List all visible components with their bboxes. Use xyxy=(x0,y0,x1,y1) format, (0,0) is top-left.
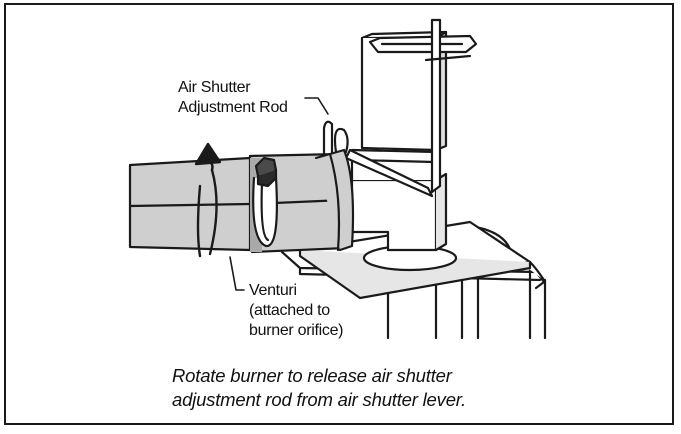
venturi-tube xyxy=(128,148,355,254)
venturi-label: Venturi (attached to burner orifice) xyxy=(249,281,344,341)
air-shutter-rod-label-line2: Adjustment Rod xyxy=(178,99,288,116)
venturi-label-line1: Venturi xyxy=(249,282,297,299)
clamp-band xyxy=(252,176,278,248)
air-shutter-adjustment-rod xyxy=(344,18,472,198)
leader-lines xyxy=(229,97,329,291)
caption-line1: Rotate burner to release air shutter xyxy=(172,365,452,386)
rod-hook xyxy=(322,120,349,162)
figure-caption: Rotate burner to release air shutter adj… xyxy=(172,364,466,412)
air-shutter-rod-label-line1: Air Shutter xyxy=(178,79,251,96)
caption-line2: adjustment rod from air shutter lever. xyxy=(172,389,467,410)
wing-nut-icon xyxy=(254,156,278,188)
air-shutter-housing xyxy=(350,30,478,252)
air-shutter-rod-label: Air Shutter Adjustment Rod xyxy=(178,78,288,118)
rotation-arrow-icon xyxy=(194,142,222,258)
mounting-plate xyxy=(298,220,532,300)
venturi-label-line2: (attached to xyxy=(249,302,330,319)
venturi-label-line3: burner orifice) xyxy=(249,322,344,339)
